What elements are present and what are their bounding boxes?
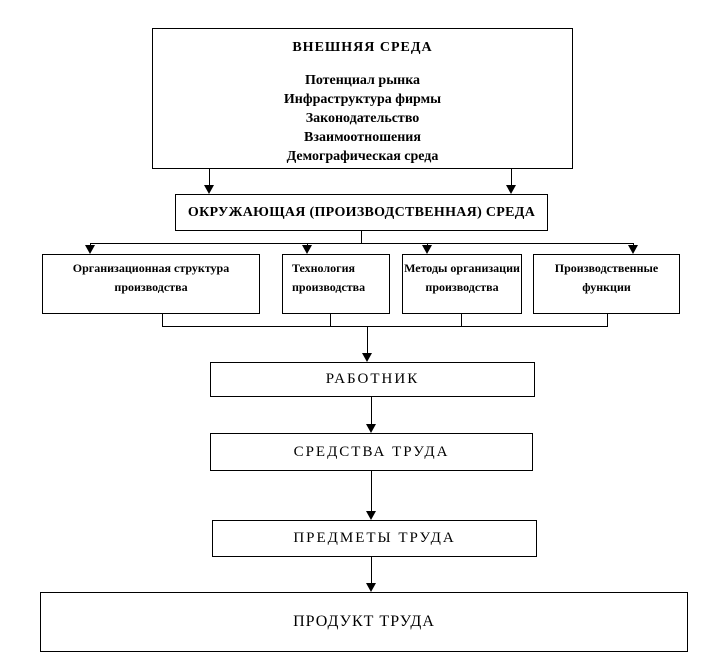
factor-label-production-functions: Производственные функции [554, 261, 659, 294]
external-env-item-demographic: Демографическая среда [286, 149, 439, 164]
connector-factor-4-stub [607, 313, 608, 326]
product-of-labor-box: ПРОДУКТ ТРУДА [40, 592, 688, 652]
production-environment-box: ОКРУЖАЮЩАЯ (ПРОИЗВОДСТВЕННАЯ) СРЕДА [175, 194, 548, 231]
arrowhead-means-to-objects [366, 511, 376, 520]
factor-label-technology: Технология производства [292, 261, 366, 294]
external-env-item-legislation: Законодательство [305, 111, 420, 126]
connector-distribution-line [90, 243, 634, 244]
worker-box: РАБОТНИК [210, 362, 535, 397]
external-env-item-firm-infrastructure: Инфраструктура фирмы [283, 92, 442, 107]
factor-label-org-structure: Организационная структура производства [72, 261, 230, 294]
objects-of-labor-box: ПРЕДМЕТЫ ТРУДА [212, 520, 537, 557]
factor-box-org-methods: Методы организации производства [402, 254, 522, 314]
arrowhead-to-factor-4 [628, 245, 638, 254]
arrowhead-bus-to-worker [362, 353, 372, 362]
arrow-line-external-to-production-left [209, 169, 210, 186]
connector-factor-1-stub [162, 313, 163, 326]
factor-box-production-functions: Производственные функции [533, 254, 680, 314]
factor-box-org-structure: Организационная структура производства [42, 254, 260, 314]
arrow-line-bus-to-worker [367, 326, 368, 354]
worker-label: РАБОТНИК [325, 371, 420, 387]
arrow-line-means-to-objects [371, 471, 372, 512]
arrow-line-objects-to-product [371, 557, 372, 584]
external-environment-title: ВНЕШНЯЯ СРЕДА [292, 40, 433, 55]
factor-label-org-methods: Методы организации производства [404, 261, 520, 294]
objects-of-labor-label: ПРЕДМЕТЫ ТРУДА [293, 530, 456, 546]
connector-factor-3-stub [461, 313, 462, 326]
arrow-line-worker-to-means [371, 397, 372, 425]
connector-bus-line [162, 326, 608, 327]
arrow-line-external-to-production-right [511, 169, 512, 186]
means-of-labor-box: СРЕДСТВА ТРУДА [210, 433, 533, 471]
connector-factor-2-stub [330, 313, 331, 326]
factor-box-technology: Технология производства [282, 254, 390, 314]
external-environment-box: ВНЕШНЯЯ СРЕДА Потенциал рынка Инфраструк… [152, 28, 573, 169]
production-environment-label: ОКРУЖАЮЩАЯ (ПРОИЗВОДСТВЕННАЯ) СРЕДА [187, 204, 536, 220]
arrowhead-objects-to-product [366, 583, 376, 592]
arrowhead-to-factor-2 [302, 245, 312, 254]
arrowhead-external-to-production-left [204, 185, 214, 194]
external-env-item-relations: Взаимоотношения [304, 130, 421, 145]
connector-production-stub [361, 231, 362, 244]
external-env-item-market-potential: Потенциал рынка [304, 73, 421, 88]
arrowhead-external-to-production-right [506, 185, 516, 194]
arrowhead-to-factor-1 [85, 245, 95, 254]
product-of-labor-label: ПРОДУКТ ТРУДА [293, 613, 435, 630]
means-of-labor-label: СРЕДСТВА ТРУДА [293, 443, 450, 460]
arrowhead-to-factor-3 [422, 245, 432, 254]
arrowhead-worker-to-means [366, 424, 376, 433]
